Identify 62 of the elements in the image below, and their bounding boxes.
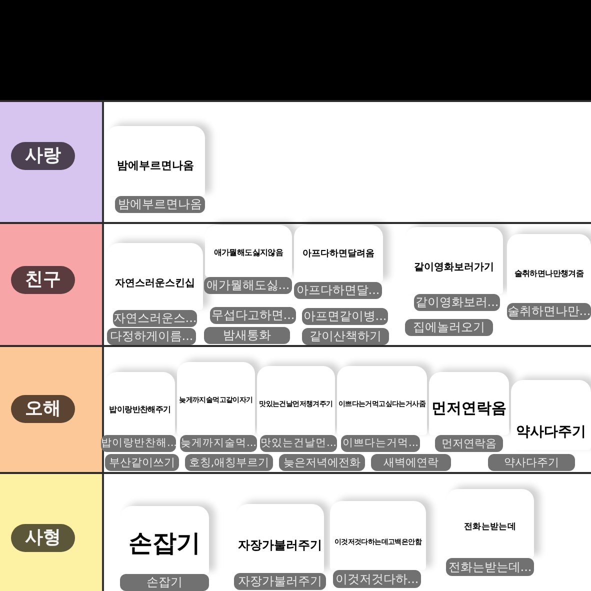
item-title: 술취하면나만챙겨줌 (514, 269, 584, 279)
item-tag: 새벽에연락 (371, 454, 451, 471)
item-tag: 자장가불러주기 (234, 573, 326, 590)
item-title: 자장가불러주기 (238, 538, 322, 553)
item-tag: 자연스러운스... (113, 310, 197, 327)
item-tag: 밤에부르면나옴 (115, 196, 205, 213)
item-card (105, 372, 175, 435)
item-tag: 무섭다고하면... (210, 307, 296, 324)
item-tag: 이쁘다는거먹... (341, 435, 420, 452)
item-card (429, 372, 509, 435)
item-tag: 다정하게이름... (107, 328, 196, 345)
tier-label: 오해 (11, 395, 75, 423)
item-tag: 애가뭘해도싫... (204, 277, 292, 294)
item-title: 애가뭘해도싫지않음 (214, 248, 284, 258)
item-tag: 먼저연락옴 (435, 435, 503, 452)
item-title: 같이영화보러가기 (414, 261, 494, 274)
item-tag: 이것저것다하... (333, 570, 421, 588)
item-tag: 약사다주기 (488, 454, 575, 471)
item-tag: 맛있는건날먼... (260, 435, 337, 452)
item-card (106, 126, 205, 196)
item-card (511, 380, 591, 450)
item-tag: 아프면같이병... (302, 308, 388, 325)
tier-label: 사랑 (11, 142, 75, 170)
item-title: 약사다주기 (516, 423, 586, 441)
item-tag: 손잡기 (120, 574, 209, 591)
item-card (236, 504, 324, 573)
item-title: 손잡기 (128, 528, 200, 558)
item-title: 밤에부르면나옴 (117, 159, 194, 173)
tier-label: 친구 (11, 266, 75, 294)
item-tag: 밥이랑반찬해... (101, 435, 176, 452)
item-card (330, 501, 426, 570)
item-tag: 집에놀러오기 (405, 319, 493, 336)
tier-row (0, 472, 591, 591)
item-card (205, 225, 292, 277)
item-card (177, 362, 255, 435)
item-tag: 늦은저녁에전화 (279, 454, 365, 471)
item-card (507, 234, 591, 303)
item-title: 자연스러운스킨십 (115, 277, 195, 290)
item-card (294, 225, 383, 282)
item-tag: 전화는받는데... (446, 558, 534, 576)
item-tag: 호칭,애칭부르기 (185, 454, 273, 471)
item-card (257, 366, 335, 435)
item-card (120, 506, 209, 574)
item-title: 밥이랑반찬해주기 (109, 405, 171, 415)
item-tag: 같이산책하기 (302, 328, 389, 345)
item-tag: 늦게까지술먹... (180, 435, 257, 452)
item-tag: 같이영화보러... (414, 294, 500, 311)
item-title: 아프다하면달려옴 (302, 249, 374, 260)
item-card (405, 227, 503, 294)
item-card (337, 366, 427, 435)
item-title: 전화는받는데 (464, 522, 516, 533)
item-tag: 아프다하면달... (294, 282, 382, 299)
tier-row (0, 100, 591, 222)
tier-row (0, 345, 591, 472)
item-card (107, 243, 203, 310)
item-tag: 부산같이쓰기 (105, 454, 179, 471)
item-title: 먼저연락옴 (432, 399, 506, 418)
item-tag: 밤새통화 (204, 327, 290, 344)
item-card (446, 489, 534, 558)
tier-row (0, 222, 591, 345)
item-tag: 술취하면나만... (507, 303, 591, 320)
tier-label: 사형 (11, 524, 75, 552)
